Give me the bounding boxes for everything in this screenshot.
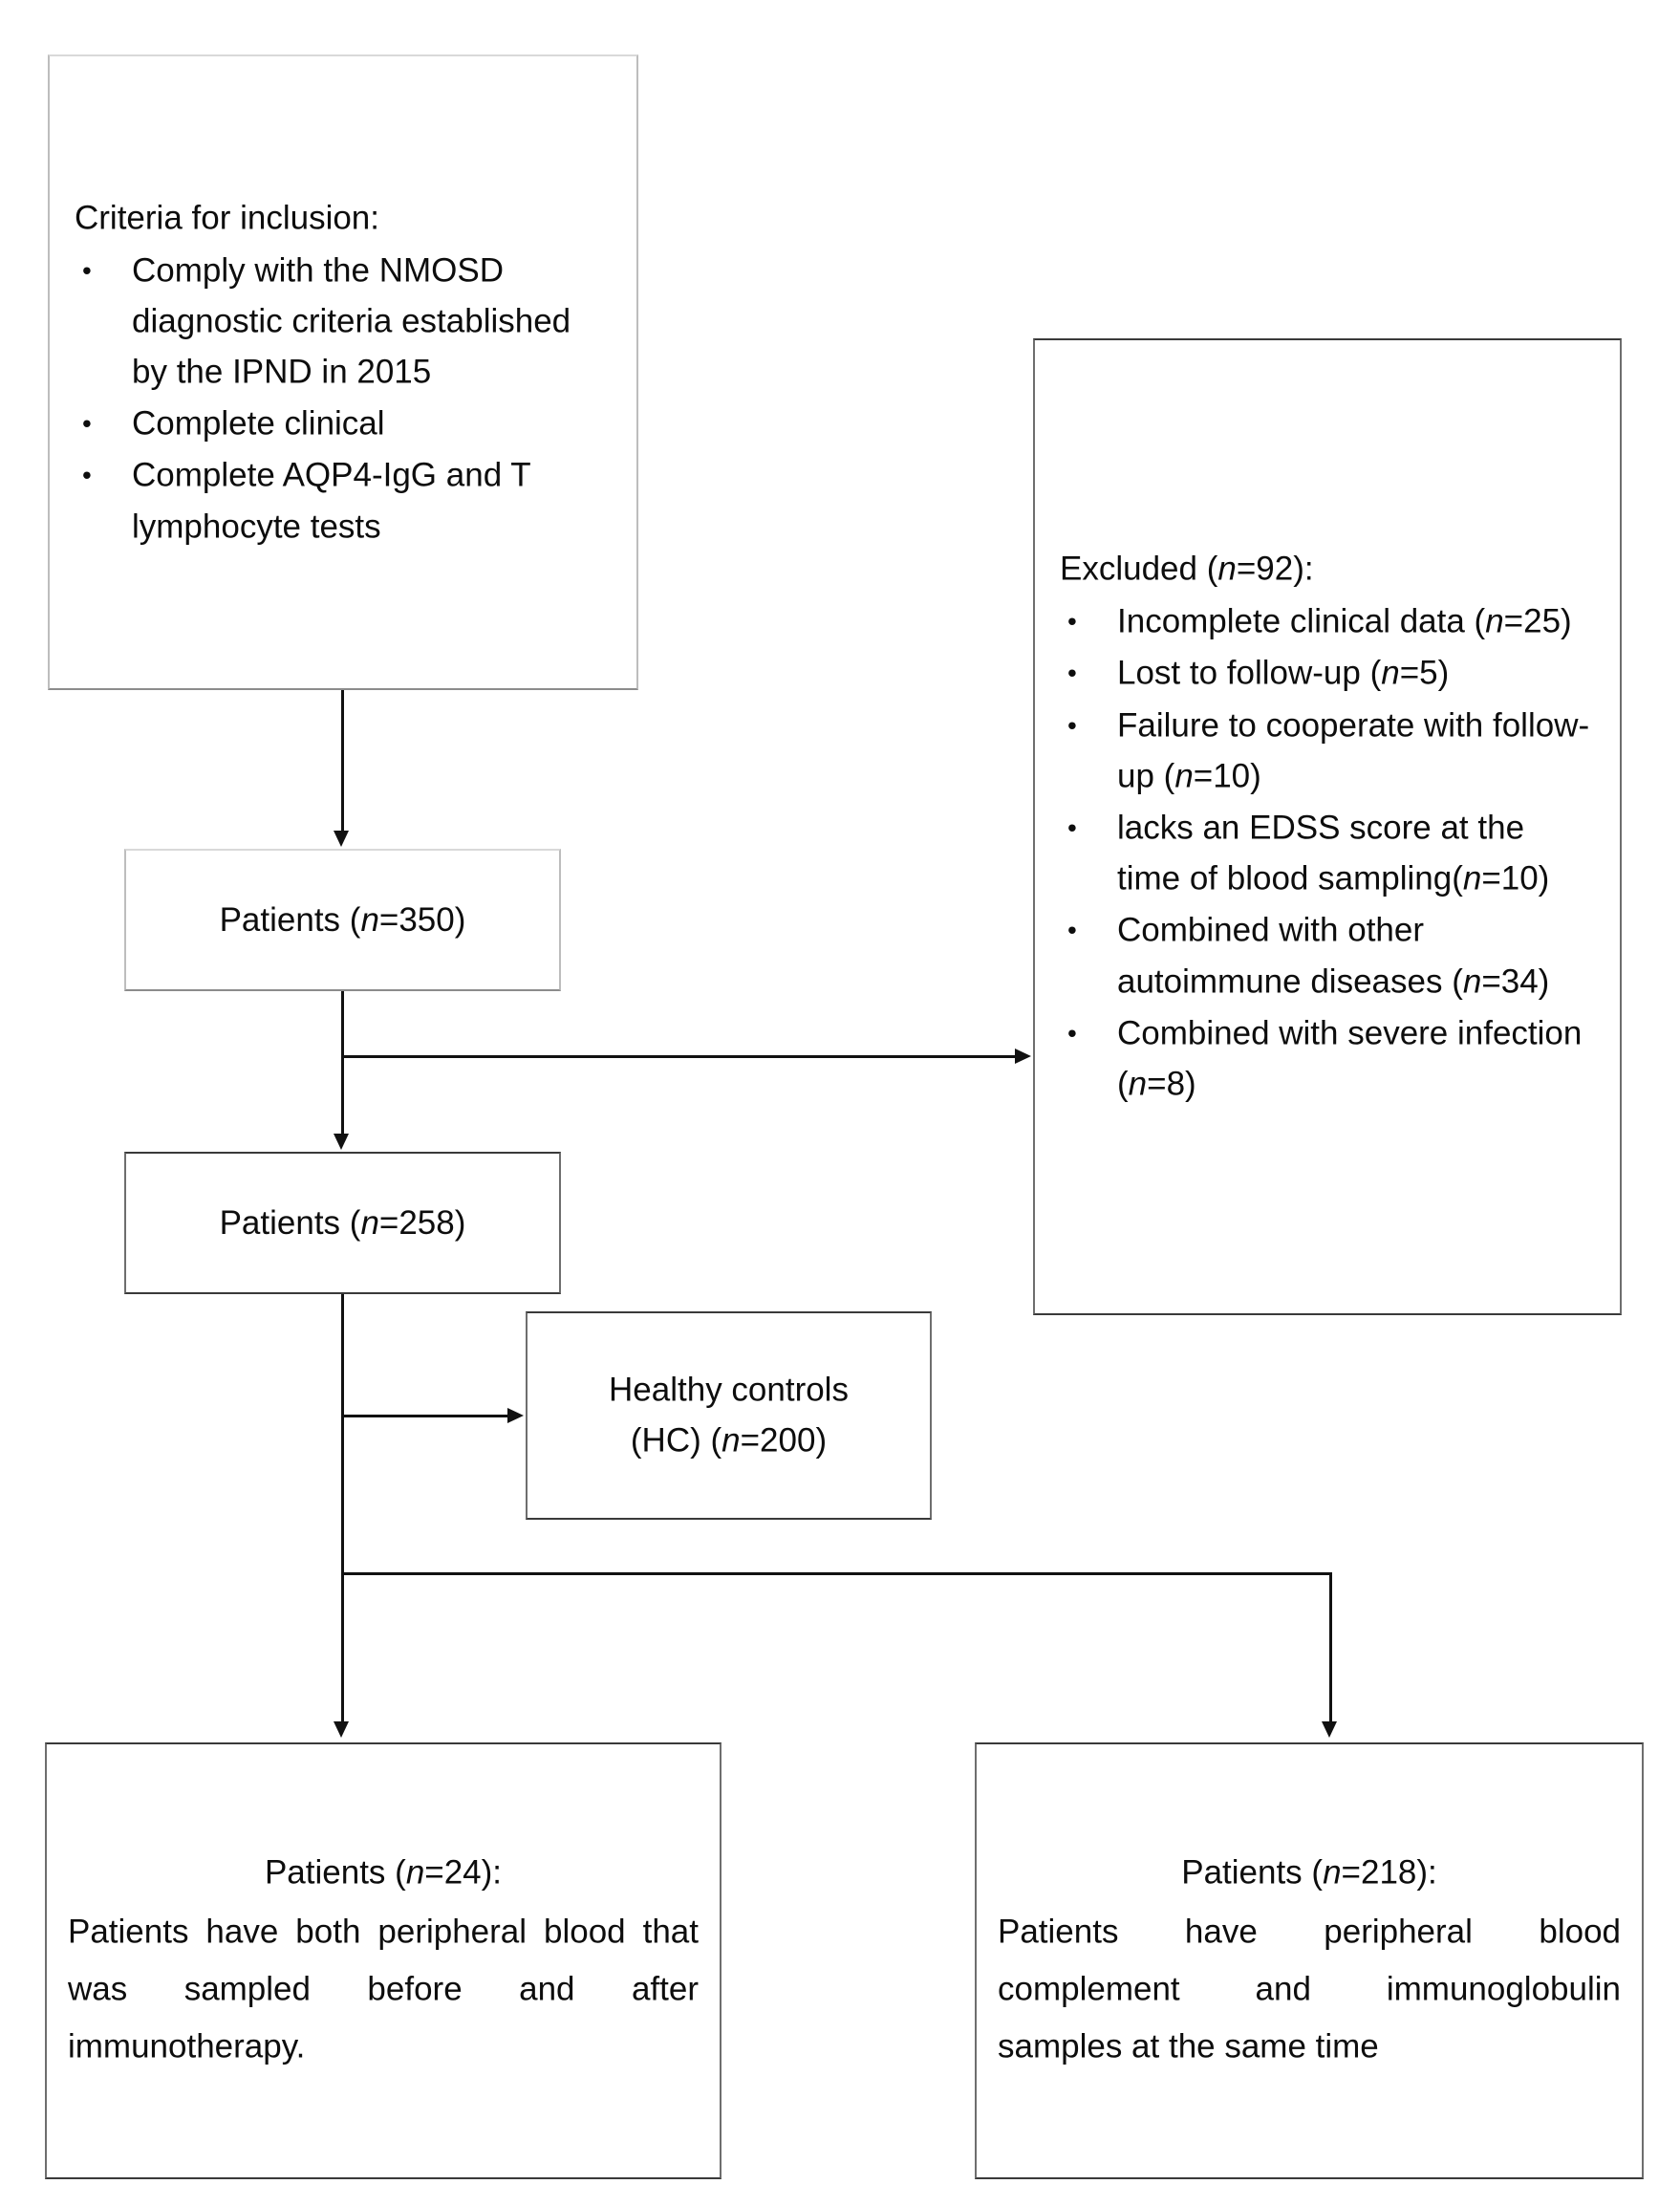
patients-24-title-before: Patients ( <box>264 1853 406 1892</box>
excluded-bullet-3-n-symbol: n <box>1174 757 1194 795</box>
healthy-controls-line-2-after: =200) <box>740 1421 828 1459</box>
excluded-bullet-3-text-after: =10) <box>1193 757 1261 795</box>
arrowhead-350-to-excluded <box>1015 1049 1031 1064</box>
excluded-bullet-2-text-after: =5) <box>1399 654 1450 692</box>
patients-24-title: Patients (n=24): <box>68 1846 699 1899</box>
box-healthy-controls: Healthy controls (HC) (n=200) <box>526 1311 932 1520</box>
inclusion-bullet-1: Comply with the NMOSD diagnostic criteri… <box>75 245 612 398</box>
connector-350-to-258 <box>341 991 344 1135</box>
healthy-controls-line-2: (HC) (n=200) <box>552 1416 905 1466</box>
connector-split-to-patients-24 <box>341 1572 344 1725</box>
excluded-bullet-6-n-symbol: n <box>1128 1065 1148 1103</box>
patients-258-text-after: =258) <box>378 1203 466 1242</box>
patients-218-title: Patients (n=218): <box>998 1846 1621 1899</box>
arrowhead-350-to-258 <box>334 1134 349 1150</box>
excluded-lead-suffix: =92): <box>1236 550 1314 588</box>
excluded-bullet-3: Failure to cooperate with follow-up (n=1… <box>1060 700 1595 801</box>
excluded-bullet-4: lacks an EDSS score at the time of blood… <box>1060 802 1595 903</box>
excluded-bullet-5-text-before: Combined with other autoimmune diseases … <box>1117 911 1463 1000</box>
excluded-bullet-2-n-symbol: n <box>1381 654 1400 692</box>
excluded-lead-n-symbol: n <box>1217 550 1237 588</box>
excluded-bullet-4-text-after: =10) <box>1481 859 1550 898</box>
healthy-controls-n-symbol: n <box>722 1421 741 1459</box>
connector-258-to-healthy-controls <box>341 1415 507 1417</box>
arrowhead-split-to-patients-24 <box>334 1721 349 1738</box>
excluded-bullet-2: Lost to follow-up (n=5) <box>1060 648 1595 699</box>
inclusion-bullet-2-text: Complete clinical <box>132 404 385 443</box>
excluded-bullet-5-n-symbol: n <box>1462 962 1482 1000</box>
patients-24-n-symbol: n <box>405 1853 425 1892</box>
excluded-bullet-1-n-symbol: n <box>1485 602 1504 640</box>
excluded-bullet-4-n-symbol: n <box>1462 859 1482 898</box>
inclusion-bullet-2: Complete clinical <box>75 399 612 449</box>
connector-inclusion-to-350 <box>341 690 344 833</box>
inclusion-bullet-1-text: Comply with the NMOSD diagnostic criteri… <box>132 251 571 391</box>
box-patients-350: Patients (n=350) <box>124 849 561 991</box>
excluded-bullet-3-text-before: Failure to cooperate with follow-up ( <box>1117 706 1590 795</box>
patients-24-title-after: =24): <box>424 1853 503 1892</box>
excluded-bullet-6-text-before: Combined with severe infection ( <box>1117 1014 1583 1103</box>
excluded-lead-prefix: Excluded ( <box>1060 550 1218 588</box>
inclusion-bullet-list: Comply with the NMOSD diagnostic criteri… <box>75 245 612 552</box>
connector-258-trunk <box>341 1294 344 1573</box>
healthy-controls-line-1: Healthy controls <box>609 1371 849 1409</box>
excluded-bullet-5: Combined with other autoimmune diseases … <box>1060 905 1595 1006</box>
arrowhead-split-to-patients-218 <box>1322 1721 1337 1738</box>
patients-350-text-before: Patients ( <box>219 900 361 939</box>
excluded-bullet-list: Incomplete clinical data (n=25) Lost to … <box>1060 596 1595 1110</box>
box-patients-258: Patients (n=258) <box>124 1152 561 1294</box>
excluded-lead: Excluded (n=92): <box>1060 543 1595 594</box>
healthy-controls-line-2-before: (HC) ( <box>630 1421 722 1459</box>
patients-24-body: Patients have both peripheral blood that… <box>68 1913 699 2065</box>
connector-split-bar <box>341 1572 1332 1575</box>
arrowhead-258-to-healthy-controls <box>507 1408 524 1423</box>
patients-258-text-before: Patients ( <box>219 1203 361 1242</box>
patients-350-label: Patients (n=350) <box>151 895 534 945</box>
excluded-bullet-4-text-before: lacks an EDSS score at the time of blood… <box>1117 809 1525 898</box>
excluded-bullet-5-text-after: =34) <box>1481 962 1550 1000</box>
box-patients-218: Patients (n=218): Patients have peripher… <box>975 1742 1644 2179</box>
patients-350-text-after: =350) <box>378 900 466 939</box>
patients-218-n-symbol: n <box>1323 1853 1342 1892</box>
inclusion-lead: Criteria for inclusion: <box>75 198 379 236</box>
patients-218-body: Patients have peripheral blood complemen… <box>998 1913 1621 2065</box>
arrowhead-inclusion-to-350 <box>334 831 349 847</box>
connector-split-to-patients-218 <box>1329 1572 1332 1725</box>
excluded-bullet-1-text-after: =25) <box>1503 602 1572 640</box>
excluded-bullet-2-text-before: Lost to follow-up ( <box>1117 654 1382 692</box>
patients-218-title-before: Patients ( <box>1181 1853 1324 1892</box>
patients-350-n-symbol: n <box>360 900 379 939</box>
excluded-bullet-1-text-before: Incomplete clinical data ( <box>1117 602 1486 640</box>
inclusion-bullet-3-text: Complete AQP4-IgG and T lymphocyte tests <box>132 456 530 545</box>
excluded-bullet-1: Incomplete clinical data (n=25) <box>1060 596 1595 647</box>
inclusion-bullet-3: Complete AQP4-IgG and T lymphocyte tests <box>75 450 612 552</box>
patients-258-label: Patients (n=258) <box>151 1198 534 1248</box>
connector-350-to-excluded <box>341 1055 1015 1058</box>
patients-258-n-symbol: n <box>360 1203 379 1242</box>
patients-218-title-after: =218): <box>1341 1853 1437 1892</box>
box-patients-24: Patients (n=24): Patients have both peri… <box>45 1742 722 2179</box>
box-excluded: Excluded (n=92): Incomplete clinical dat… <box>1033 338 1622 1315</box>
box-inclusion-criteria: Criteria for inclusion: Comply with the … <box>48 54 638 690</box>
excluded-bullet-6: Combined with severe infection (n=8) <box>1060 1007 1595 1109</box>
excluded-bullet-6-text-after: =8) <box>1147 1065 1196 1103</box>
